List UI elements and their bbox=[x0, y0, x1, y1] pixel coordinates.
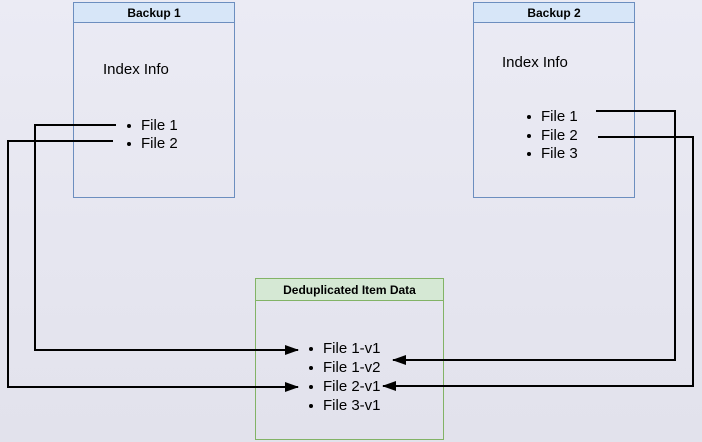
backup1-index-info-label: Index Info bbox=[103, 61, 169, 78]
backup1-file-1: File 1 bbox=[126, 117, 178, 135]
backup2-box: Backup 2 Index Info File 1 File 2 File 3 bbox=[473, 2, 635, 198]
backup1-title: Backup 1 bbox=[74, 3, 234, 23]
backup2-file-1: File 1 bbox=[526, 108, 578, 127]
dedup-item-file1-v1: File 1-v1 bbox=[308, 339, 381, 358]
dedup-item-file1-v2: File 1-v2 bbox=[308, 358, 381, 377]
backup2-file-2: File 2 bbox=[526, 127, 578, 146]
dedup-item-file3-v1: File 3-v1 bbox=[308, 396, 381, 415]
dedup-item-file2-v1: File 2-v1 bbox=[308, 377, 381, 396]
dedup-store-box: Deduplicated Item Data File 1-v1 File 1-… bbox=[255, 278, 444, 440]
backup2-index-info-label: Index Info bbox=[502, 54, 568, 71]
backup1-file-list: File 1 File 2 bbox=[126, 117, 178, 153]
dedup-item-list: File 1-v1 File 1-v2 File 2-v1 File 3-v1 bbox=[308, 339, 381, 415]
dedup-store-title: Deduplicated Item Data bbox=[256, 279, 443, 301]
backup2-file-3: File 3 bbox=[526, 145, 578, 164]
backup1-box: Backup 1 Index Info File 1 File 2 bbox=[73, 2, 235, 198]
backup1-file-2: File 2 bbox=[126, 135, 178, 153]
backup2-title: Backup 2 bbox=[474, 3, 634, 23]
backup2-file-list: File 1 File 2 File 3 bbox=[526, 108, 578, 164]
